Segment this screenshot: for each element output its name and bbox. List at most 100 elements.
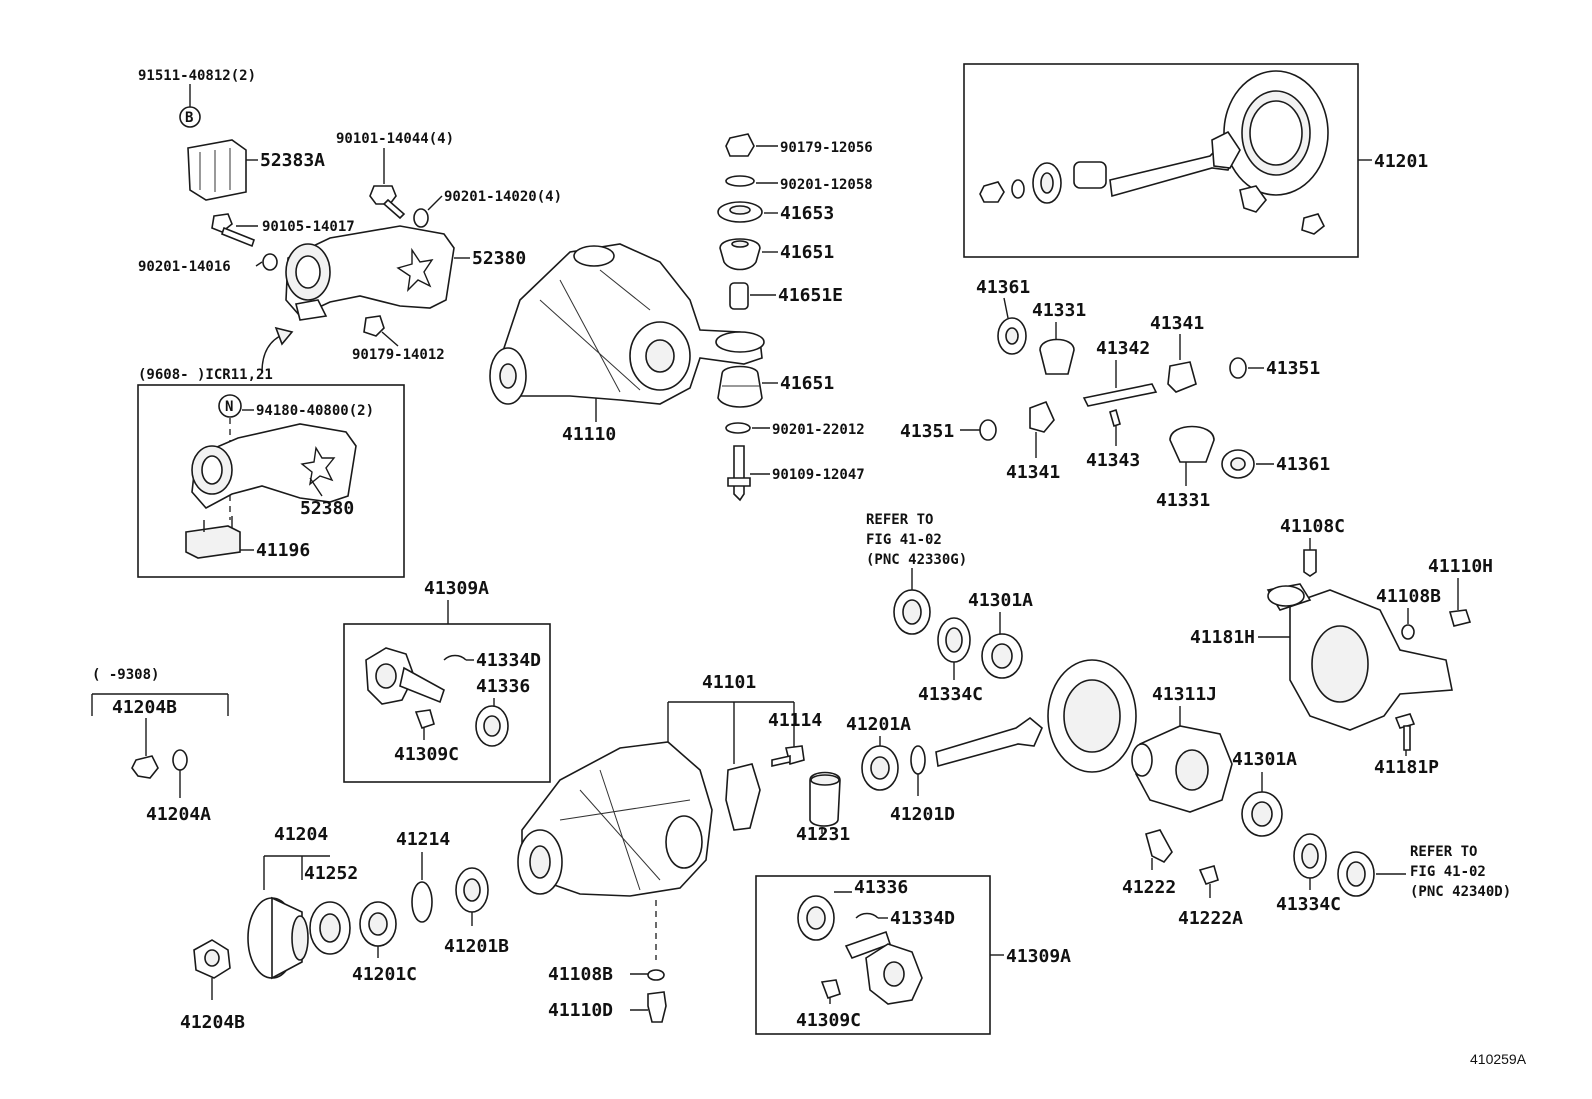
retainer-hole (729, 205, 751, 215)
collar-41651E (729, 282, 749, 310)
slinger-41214 (411, 881, 433, 923)
bearing-bore (870, 756, 890, 780)
label-52383A: 52383A (260, 150, 325, 171)
label-41343: 41343 (1086, 450, 1140, 471)
stud-bolt-90109 (733, 445, 745, 502)
leader-90201-14020 (427, 195, 443, 211)
bearing-cap-41101 (725, 763, 761, 831)
ring-bolt-icon (1239, 185, 1268, 213)
carrier-41110-group: 41110 90179-12056 90201-12058 41653 4165… (489, 133, 873, 502)
bracket-cutout (300, 445, 336, 486)
bracket-foot (295, 299, 328, 321)
label-41351-b: 41351 (900, 421, 954, 442)
shim-41201D (910, 745, 926, 775)
label-41201A: 41201A (846, 714, 911, 735)
bolt-41309C-b-icon (820, 979, 841, 1000)
label-41201: 41201 (1374, 151, 1428, 172)
label-41201B: 41201B (444, 936, 509, 957)
diff-cover-group: 41108C 41110H 41108B 41181H 41181P (1190, 516, 1493, 778)
seal-bore (902, 599, 922, 625)
label-refer-top-1: REFER TO (866, 512, 933, 528)
breather-plug-icon (1303, 549, 1317, 577)
label-41341-b: 41341 (1006, 462, 1060, 483)
label-41336-b: 41336 (854, 877, 908, 898)
thrust-washer-41351 (979, 419, 997, 441)
ring-bolt-icon (1301, 213, 1326, 235)
bearing-bore (991, 643, 1013, 669)
label-41651-top: 41651 (780, 242, 834, 263)
bolt-shank-icon (382, 198, 406, 220)
housing-41101-group: 41101 41114 41108B 41110D (517, 672, 822, 1023)
label-41204: 41204 (274, 824, 328, 845)
ring-gear-bore (1249, 100, 1303, 166)
rib-line (539, 299, 641, 391)
label-41181P: 41181P (1374, 757, 1439, 778)
stud-collar (727, 477, 751, 487)
label-90105-14017: 90105-14017 (262, 219, 355, 235)
label-41108C: 41108C (1280, 516, 1345, 537)
label-refer-top-2: FIG 41-02 (866, 532, 942, 548)
cushion-41651-top (719, 238, 761, 271)
label-91511-40812: 91511-40812(2) (138, 68, 256, 84)
label-41196: 41196 (256, 540, 310, 561)
label-refer-bot-2: FIG 41-02 (1410, 864, 1486, 880)
label-94180-40800: 94180-40800(2) (256, 403, 374, 419)
label-52380-box: 52380 (300, 498, 354, 519)
spacer-41231 (809, 771, 841, 827)
label-41181H: 41181H (1190, 627, 1255, 648)
label-41231: 41231 (796, 824, 850, 845)
ring-gear-main-inner (1063, 679, 1121, 753)
label-41651-bottom: 41651 (780, 373, 834, 394)
label-41204A: 41204A (146, 804, 211, 825)
carrier-side-hole (645, 339, 675, 373)
bolt-head-icon (1394, 713, 1416, 729)
flange-hub (375, 663, 397, 689)
label-refer-top-3: (PNC 42330G) (866, 552, 967, 568)
washer-icon (1011, 179, 1025, 199)
seal-bore (483, 715, 501, 737)
bracket-plate-52383A (187, 139, 247, 201)
drain-plug-icon (647, 991, 667, 1023)
inset-box-9608 (137, 384, 405, 578)
bracket-52380-inset (191, 423, 357, 510)
pinion-diff-case-group: 41231 41201A 41201D 41311J 41301A 41334C… (796, 659, 1511, 929)
label-90201-14020: 90201-14020(4) (444, 189, 562, 205)
label-41331-a: 41331 (1032, 300, 1086, 321)
spacer-bore (810, 774, 840, 786)
bolt-head-icon (211, 213, 233, 233)
seal-bore (368, 912, 388, 936)
label-41301A-b: 41301A (1232, 749, 1297, 770)
label-90201-14016: 90201-14016 (138, 259, 231, 275)
pinion-shaft-41342 (1082, 383, 1158, 407)
bearing-bore (463, 878, 481, 902)
washer-bore (1005, 327, 1019, 345)
label-41342: 41342 (1096, 338, 1150, 359)
rib-line (599, 269, 651, 311)
label-41309A-b: 41309A (1006, 946, 1071, 967)
label-41309C-a: 41309C (394, 744, 459, 765)
washer-icon (262, 253, 278, 271)
carrier-flange-center (499, 363, 517, 389)
nut-icon (979, 181, 1005, 203)
label-41252: 41252 (304, 863, 358, 884)
label-41334C-b: 41334C (1276, 894, 1341, 915)
bearing-bore (1251, 801, 1273, 827)
box-41309A-a (343, 623, 551, 783)
label-41336-a: 41336 (476, 676, 530, 697)
label-refer-bot-1: REFER TO (1410, 844, 1477, 860)
diff-case-hub (1131, 743, 1153, 777)
spacer-collar (1073, 161, 1107, 189)
washer-icon (725, 422, 751, 434)
washer-icon (413, 208, 429, 228)
label-41651E: 41651E (778, 285, 843, 306)
bolt-head-icon (369, 185, 397, 205)
carrier-housing-41110 (499, 243, 763, 405)
leader-41361-a (1003, 297, 1009, 319)
leader-90201-14016 (255, 261, 263, 267)
label-41334C-a: 41334C (918, 684, 983, 705)
lock-plate-41222 (1145, 829, 1173, 864)
label-41204B-a: 41204B (112, 697, 177, 718)
ring-pinion-kit-41201: 41201 (963, 63, 1428, 258)
label-41114: 41114 (768, 710, 822, 731)
